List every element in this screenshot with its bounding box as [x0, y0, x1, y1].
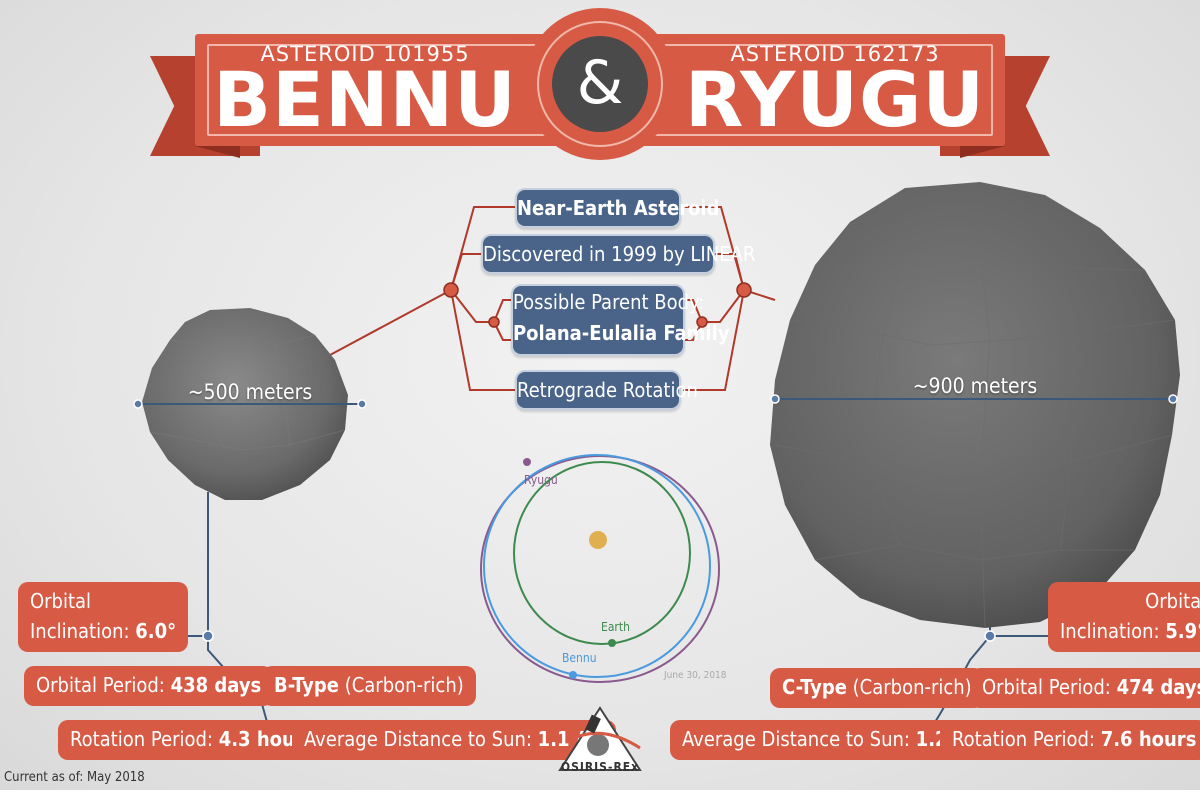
ryugu-type-value: C-Type: [782, 675, 847, 699]
orbit-label-ryugu: Ryugu: [524, 473, 558, 487]
trait-discovered: Discovered in 1999 by LINEAR: [481, 234, 755, 274]
ryugu-rotation-value: 7.6 hours: [1100, 727, 1197, 751]
ryugu-designation: ASTEROID 162173: [730, 42, 940, 66]
ryugu-asteroid: [770, 182, 1180, 629]
bennu-type-value: B-Type: [274, 673, 339, 697]
bennu-orbital-period-value: 438 days: [170, 673, 262, 697]
orbit-label-earth: Earth: [601, 620, 630, 634]
bennu-type-note: (Carbon-rich): [344, 673, 464, 697]
bennu-orbital-period-label: Orbital Period:: [36, 673, 165, 697]
ampersand: &: [552, 36, 648, 132]
bennu-rotation-label: Rotation Period:: [70, 727, 213, 751]
bennu-title: BENNU: [213, 55, 517, 144]
bennu-size-label: ~500 meters: [187, 380, 313, 404]
bennu-type: B-Type (Carbon-rich): [262, 666, 476, 706]
bennu-inclination-label2: Inclination:: [30, 619, 130, 643]
ryugu-type-note: (Carbon-rich): [852, 675, 972, 699]
ryugu-orbital-period-label: Orbital Period:: [982, 675, 1111, 699]
bennu-inclination-value: 6.0°: [135, 619, 177, 643]
ryugu-inclination: Orbital Inclination: 5.9°: [1048, 582, 1200, 652]
ryugu-rotation-label: Rotation Period:: [952, 727, 1095, 751]
bennu-distance-label: Average Distance to Sun:: [304, 727, 532, 751]
orbit-label-bennu: Bennu: [562, 651, 597, 665]
mission-logo-text: OSIRIS-REx: [560, 760, 640, 774]
ryugu-distance: Average Distance to Sun: 1.2 AU: [670, 720, 994, 760]
ryugu-orbital-period-value: 474 days: [1116, 675, 1200, 699]
ryugu-inclination-value: 5.9°: [1165, 619, 1200, 643]
parent-body-label: Possible Parent Body:: [513, 290, 705, 314]
orbit-date: June 30, 2018: [664, 670, 727, 681]
bennu-inclination-label: Orbital: [30, 589, 92, 613]
ryugu-rotation-period: Rotation Period: 7.6 hours: [940, 720, 1200, 760]
bennu-inclination: Orbital Inclination: 6.0°: [18, 582, 189, 652]
ryugu-type: C-Type (Carbon-rich): [770, 668, 984, 708]
current-as-of: Current as of: May 2018: [4, 770, 145, 785]
ryugu-size-label: ~900 meters: [912, 374, 1038, 398]
ryugu-title: RYUGU: [684, 55, 986, 144]
ryugu-distance-label: Average Distance to Sun:: [682, 727, 910, 751]
trait-retrograde: Retrograde Rotation: [515, 370, 698, 410]
ryugu-orbital-period: Orbital Period: 474 days: [970, 668, 1200, 708]
ampersand-ring: [537, 21, 663, 147]
bennu-rotation-period: Rotation Period: 4.3 hours: [58, 720, 327, 760]
bennu-designation: ASTEROID 101955: [260, 42, 470, 66]
ryugu-inclination-label: Orbital: [1145, 589, 1200, 613]
bennu-orbital-period: Orbital Period: 438 days: [24, 666, 274, 706]
trait-parent-body: Possible Parent Body: Polana-Eulalia Fam…: [511, 284, 729, 356]
ryugu-inclination-label2: Inclination:: [1060, 619, 1160, 643]
